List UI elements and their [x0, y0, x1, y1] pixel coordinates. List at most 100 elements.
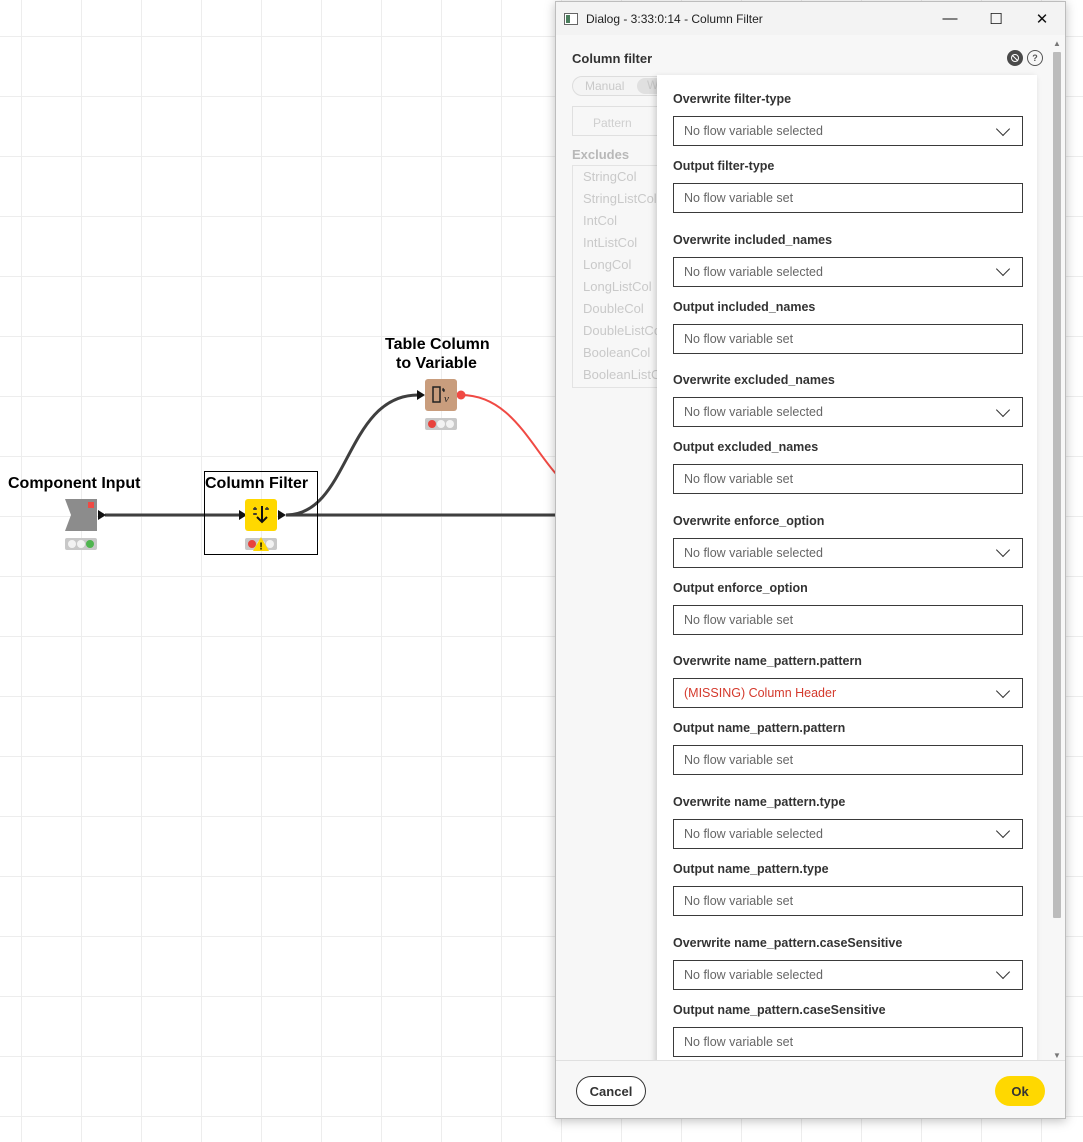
- status-light: [446, 420, 455, 428]
- close-button[interactable]: ✕: [1035, 10, 1049, 28]
- overwrite-label: Overwrite name_pattern.pattern: [673, 654, 862, 669]
- fv-name-pattern-case-sensitive: Overwrite name_pattern.caseSensitive No …: [673, 919, 1037, 1060]
- header-icons: ?: [1007, 50, 1043, 66]
- flow-variables-panel: Overwrite filter-type No flow variable s…: [657, 75, 1037, 1063]
- table-to-variable-icon: v: [432, 386, 449, 405]
- tc2v-label-line2: to Variable: [396, 355, 477, 372]
- component-input-label: Component Input: [8, 475, 141, 492]
- component-input-node[interactable]: [65, 499, 97, 531]
- overwrite-label: Overwrite included_names: [673, 232, 833, 247]
- output-label: Output excluded_names: [673, 440, 819, 455]
- minimize-button[interactable]: —: [942, 10, 958, 27]
- ok-button[interactable]: Ok: [995, 1076, 1045, 1106]
- fv-included-names: Overwrite included_names No flow variabl…: [673, 216, 1037, 357]
- list-item[interactable]: LongCol: [583, 257, 632, 272]
- list-item[interactable]: DoubleCol: [583, 301, 644, 316]
- scrollbar[interactable]: ▲ ▼: [1051, 38, 1063, 1062]
- output-label: Output included_names: [673, 299, 816, 314]
- output-input[interactable]: No flow variable set: [673, 885, 1023, 916]
- select-value: No flow variable selected: [684, 967, 823, 982]
- output-label: Output enforce_option: [673, 580, 808, 595]
- help-icon[interactable]: ?: [1027, 50, 1043, 66]
- maximize-button[interactable]: ☐: [989, 10, 1003, 28]
- scroll-down-arrow-icon[interactable]: ▼: [1053, 1051, 1061, 1060]
- overwrite-label: Overwrite name_pattern.caseSensitive: [673, 935, 903, 950]
- scroll-up-arrow-icon[interactable]: ▲: [1053, 39, 1061, 48]
- filter-icon: [253, 506, 269, 524]
- chevron-down-icon: [995, 121, 1011, 136]
- cancel-button[interactable]: Cancel: [576, 1076, 646, 1106]
- tc2v-node[interactable]: v: [425, 379, 457, 411]
- flow-variable-connection[interactable]: [460, 394, 558, 476]
- list-item[interactable]: BooleanListCol: [583, 367, 671, 382]
- dialog-titlebar[interactable]: Dialog - 3:33:0:14 - Column Filter — ☐ ✕: [556, 2, 1065, 35]
- overwrite-select[interactable]: No flow variable selected: [673, 818, 1023, 849]
- select-value: No flow variable selected: [684, 405, 823, 420]
- list-item[interactable]: IntCol: [583, 213, 617, 228]
- status-light: [76, 540, 85, 548]
- list-item[interactable]: DoubleListCol: [583, 323, 664, 338]
- filter-in-port[interactable]: [239, 510, 247, 520]
- list-item[interactable]: LongListCol: [583, 279, 652, 294]
- output-input[interactable]: No flow variable set: [673, 323, 1023, 354]
- list-item[interactable]: StringCol: [583, 169, 637, 184]
- section-title: Column filter: [572, 51, 653, 66]
- overwrite-select[interactable]: No flow variable selected: [673, 116, 1023, 146]
- input-port-arrow[interactable]: [98, 510, 106, 520]
- svg-text:!: !: [259, 542, 262, 552]
- filter-out-port[interactable]: [278, 510, 286, 520]
- column-filter-selection: [204, 471, 318, 555]
- output-input[interactable]: No flow variable set: [673, 464, 1023, 495]
- fv-name-pattern-type: Overwrite name_pattern.type No flow vari…: [673, 778, 1037, 919]
- overwrite-select[interactable]: No flow variable selected: [673, 959, 1023, 990]
- warning-icon: !: [253, 537, 269, 551]
- output-label: Output name_pattern.pattern: [673, 721, 846, 736]
- list-item[interactable]: BooleanCol: [583, 345, 651, 360]
- select-value: No flow variable selected: [684, 826, 823, 841]
- overwrite-select[interactable]: No flow variable selected: [673, 256, 1023, 287]
- chevron-down-icon: [995, 543, 1011, 558]
- overwrite-label: Overwrite name_pattern.type: [673, 794, 846, 809]
- connection-filter-to-tc2v[interactable]: [285, 393, 419, 517]
- output-label: Output name_pattern.caseSensitive: [673, 1002, 886, 1017]
- overwrite-select-missing[interactable]: (MISSING) Column Header: [673, 678, 1023, 709]
- overwrite-select[interactable]: No flow variable selected: [673, 397, 1023, 428]
- svg-text:v: v: [444, 393, 449, 405]
- scroll-thumb[interactable]: [1053, 52, 1061, 918]
- fv-name-pattern-pattern: Overwrite name_pattern.pattern (MISSING)…: [673, 637, 1037, 778]
- chevron-down-icon: [995, 824, 1011, 839]
- select-value: No flow variable selected: [684, 264, 823, 279]
- output-input[interactable]: No flow variable set: [673, 745, 1023, 776]
- status-light-green: [86, 540, 95, 548]
- list-item[interactable]: IntListCol: [583, 235, 638, 250]
- status-light: [67, 540, 76, 548]
- output-input[interactable]: No flow variable set: [673, 1026, 1023, 1057]
- list-item[interactable]: StringListCol: [583, 191, 657, 206]
- select-value: No flow variable selected: [684, 545, 823, 560]
- dialog-footer: Cancel Ok: [556, 1060, 1065, 1118]
- column-filter-node[interactable]: [245, 499, 277, 531]
- chevron-down-icon: [995, 262, 1011, 277]
- overwrite-label: Overwrite filter-type: [673, 92, 792, 106]
- tc2v-flow-port[interactable]: [456, 390, 466, 400]
- output-input[interactable]: No flow variable set: [673, 604, 1023, 635]
- select-value: (MISSING) Column Header: [684, 686, 837, 701]
- select-value: No flow variable selected: [684, 124, 823, 138]
- tc2v-in-port[interactable]: [417, 390, 425, 400]
- chevron-down-icon: [995, 402, 1011, 417]
- fv-enforce-option: Overwrite enforce_option No flow variabl…: [673, 497, 1037, 638]
- status-light: [436, 420, 445, 428]
- overwrite-label: Overwrite excluded_names: [673, 373, 835, 388]
- tc2v-status: [425, 418, 457, 430]
- column-filter-dialog: Dialog - 3:33:0:14 - Column Filter — ☐ ✕…: [555, 1, 1066, 1119]
- dialog-title: Dialog - 3:33:0:14 - Column Filter: [586, 11, 763, 26]
- excludes-label: Excludes: [572, 147, 630, 162]
- tc2v-label-line1: Table Column: [385, 336, 490, 353]
- status-light: [266, 540, 275, 548]
- output-input[interactable]: No flow variable set: [673, 183, 1023, 213]
- fv-filter-type: Overwrite filter-type No flow variable s…: [673, 75, 1037, 216]
- flow-variable-icon[interactable]: [1007, 50, 1023, 66]
- overwrite-select[interactable]: No flow variable selected: [673, 537, 1023, 568]
- mode-option-manual[interactable]: Manual: [585, 79, 625, 93]
